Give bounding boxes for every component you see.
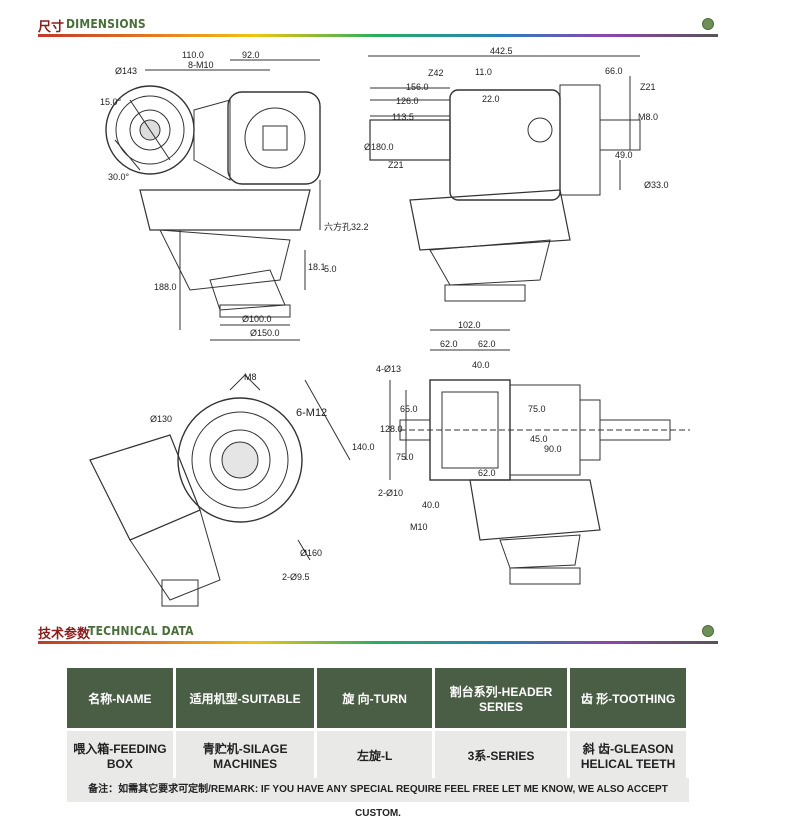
- label-d10: 2-Ø10: [378, 488, 403, 498]
- remark-note: 备注：如需其它要求可定制/REMARK: IF YOU HAVE ANY SPE…: [67, 778, 689, 819]
- label-w102: 102.0: [458, 320, 481, 330]
- label-hole: 六方孔32.2: [324, 221, 369, 232]
- label-z42: Z42: [428, 68, 444, 78]
- label-d160: Ø160: [300, 548, 322, 558]
- bullet-icon: [702, 625, 714, 637]
- label-w110: 110.0: [182, 50, 204, 60]
- label-a30: 30.0°: [108, 172, 130, 182]
- label-z21b: Z21: [640, 82, 656, 92]
- cell-toothing: 斜 齿-GLEASON HELICAL TEETH: [570, 731, 686, 779]
- view-front-left: [105, 59, 321, 341]
- label-h128: 128.0: [380, 424, 403, 434]
- label-d100: Ø100.0: [242, 314, 272, 324]
- label-h188: 188.0: [154, 282, 177, 292]
- label-d95: 2-Ø9.5: [282, 572, 310, 582]
- label-w62a: 62.0: [440, 339, 458, 349]
- label-h45: 45.0: [530, 434, 548, 444]
- header-series: 割台系列-HEADER SERIES: [434, 668, 568, 728]
- label-h90: 90.0: [544, 444, 562, 454]
- header-toothing: 齿 形-TOOTHING: [570, 668, 686, 728]
- label-w40a: 40.0: [472, 360, 490, 370]
- label-w11: 11.0: [475, 67, 492, 77]
- cell-suitable: 青贮机-SILAGE MACHINES: [175, 731, 315, 779]
- label-w40b: 40.0: [422, 500, 440, 510]
- label-w66: 66.0: [605, 66, 623, 76]
- label-w92: 92.0: [242, 50, 260, 60]
- label-d33: Ø33.0: [644, 180, 669, 190]
- dimensions-title-en: DIMENSIONS: [66, 17, 146, 31]
- view-side-right: [368, 55, 641, 302]
- technical-title-cn: 技术参数: [38, 626, 91, 641]
- label-a15: 15.0°: [100, 97, 122, 107]
- label-m10: M10: [410, 522, 428, 532]
- cell-name: 喂入箱-FEEDING BOX: [67, 731, 173, 779]
- label-w62c: 62.0: [478, 468, 496, 478]
- bullet-icon: [702, 18, 714, 30]
- label-w113: 113.5: [392, 112, 414, 122]
- label-h5: 5.0: [324, 264, 337, 274]
- label-h75a: 75.0: [396, 452, 414, 462]
- header-name: 名称-NAME: [67, 668, 173, 728]
- dimensions-title-cn: 尺寸: [38, 19, 65, 34]
- label-m8: M8.0: [638, 112, 658, 122]
- technical-title-en: TECHNICAL DATA: [88, 624, 194, 638]
- table-header-row: 名称-NAME 适用机型-SUITABLE 旋 向-TURN 割台系列-HEAD…: [67, 668, 686, 728]
- label-d180: Ø180.0: [364, 142, 394, 152]
- label-d150: Ø150.0: [250, 328, 280, 338]
- technical-heading: 技术参数 TECHNICAL DATA: [38, 621, 718, 644]
- label-w62b: 62.0: [478, 339, 496, 349]
- label-w22: 22.0: [482, 94, 500, 104]
- label-d143: Ø143: [115, 66, 137, 76]
- technical-data-table: 名称-NAME 适用机型-SUITABLE 旋 向-TURN 割台系列-HEAD…: [64, 665, 689, 782]
- header-suitable: 适用机型-SUITABLE: [175, 668, 315, 728]
- label-h65: 65.0: [400, 404, 418, 414]
- table-row: 喂入箱-FEEDING BOX 青贮机-SILAGE MACHINES 左旋-L…: [67, 731, 686, 779]
- technical-drawing: Ø143 15.0° 30.0° 8-M10 110.0 92.0 六方孔32.…: [89, 46, 690, 607]
- label-w156: 156.0: [406, 82, 429, 92]
- label-h18: 18.1: [308, 262, 326, 272]
- label-d130: Ø130: [150, 414, 172, 424]
- label-m12: 6-M12: [296, 407, 327, 419]
- label-z21a: Z21: [388, 160, 404, 170]
- cell-series: 3系-SERIES: [434, 731, 568, 779]
- label-w49: 49.0: [615, 150, 633, 160]
- label-m10-8: 8-M10: [188, 60, 214, 70]
- rainbow-divider: [38, 641, 718, 644]
- dimensions-heading: 尺寸 DIMENSIONS: [38, 14, 718, 37]
- label-h75b: 75.0: [528, 404, 546, 414]
- view-side-bottom-right: [389, 329, 690, 585]
- cell-turn: 左旋-L: [317, 731, 432, 779]
- label-w126: 126.0: [396, 96, 419, 106]
- label-w442: 442.5: [490, 46, 513, 56]
- rainbow-divider: [38, 34, 718, 37]
- label-m8b: M8: [244, 372, 257, 382]
- header-turn: 旋 向-TURN: [317, 668, 432, 728]
- label-d13: 4-Ø13: [376, 364, 401, 374]
- view-end-left: [89, 374, 351, 607]
- label-h140: 140.0: [352, 442, 375, 452]
